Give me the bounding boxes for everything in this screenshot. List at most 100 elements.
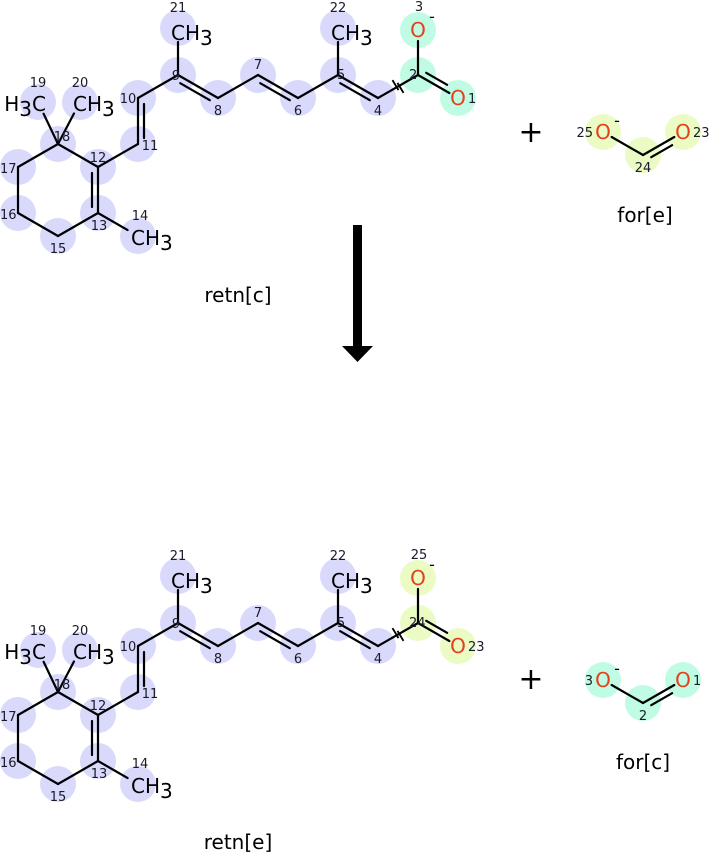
methyl-group-21: CH3 xyxy=(171,21,213,50)
subscript: 3 xyxy=(19,97,32,121)
atom-number-c13: 13 xyxy=(91,767,108,782)
oxygen-atom-double: O xyxy=(675,120,691,144)
atom-number-c17: 17 xyxy=(0,710,17,725)
bond-c18-c20 xyxy=(56,112,76,146)
bond-c12-c18 xyxy=(56,690,100,717)
bond-c4-c2 xyxy=(376,621,420,648)
atom-number-o-double: 23 xyxy=(693,126,710,141)
atom-number-c20: 20 xyxy=(72,624,89,639)
negative-charge: - xyxy=(614,659,620,678)
bond-c16-c15 xyxy=(16,211,60,238)
subscript: 3 xyxy=(360,574,373,598)
bond-c2-o1-second-line xyxy=(425,71,449,86)
atom-number-c7: 7 xyxy=(254,606,262,621)
atom-number-o-minus: 25 xyxy=(576,126,593,141)
bond-c13-c14 xyxy=(96,759,129,780)
bond-c9-c8-second-line xyxy=(179,82,211,102)
bond-c6-c5 xyxy=(296,73,340,100)
atom-number-carbon: 24 xyxy=(635,161,652,176)
atom-number-c5: 5 xyxy=(337,68,345,83)
bond-c15-c13 xyxy=(56,211,100,238)
atom-number-o1: 23 xyxy=(468,640,485,655)
group-text: CH xyxy=(131,774,160,798)
bond-c4-c2 xyxy=(376,73,420,100)
subscript: 3 xyxy=(19,645,32,669)
negative-charge: - xyxy=(429,555,435,574)
atom-number-c10: 10 xyxy=(120,92,137,107)
bond-c10-c9 xyxy=(136,73,180,100)
bond-c5-c4 xyxy=(336,73,380,100)
atom-number-c8: 8 xyxy=(214,104,222,119)
atom-highlight-o3 xyxy=(400,12,436,48)
bond-c5-c4 xyxy=(336,621,380,648)
atom-number-c18: 18 xyxy=(54,130,71,145)
atom-number-c8: 8 xyxy=(214,652,222,667)
bond-c8-c7 xyxy=(216,73,260,100)
methyl-group-20: CH3 xyxy=(73,92,115,121)
bond-c9-c8-second-line xyxy=(179,630,211,650)
oxygen-atom-minus: O xyxy=(595,668,611,692)
methyl-group-22: CH3 xyxy=(331,21,373,50)
atom-highlight-c14 xyxy=(120,218,156,254)
atom-number-c18: 18 xyxy=(54,678,71,693)
methyl-group-14: CH3 xyxy=(131,226,173,255)
atom-number-c10: 10 xyxy=(120,640,137,655)
stereo-mark xyxy=(391,627,400,639)
oxygen-atom-minus: O xyxy=(410,18,426,42)
methyl-group-21: CH3 xyxy=(171,569,213,598)
atom-number-c12: 12 xyxy=(90,699,107,714)
group-text: H xyxy=(4,640,19,664)
bond-o-c xyxy=(610,683,645,705)
atom-highlights xyxy=(0,558,476,802)
subscript: 3 xyxy=(102,97,115,121)
atom-number-c17: 17 xyxy=(0,162,17,177)
atom-highlight-c22 xyxy=(320,10,356,46)
bond-c7-c6-second-line xyxy=(259,82,291,102)
atom-number-c15: 15 xyxy=(50,790,67,805)
subscript: 3 xyxy=(200,574,213,598)
subscript: 3 xyxy=(360,26,373,50)
negative-charge: - xyxy=(614,111,620,130)
group-text: CH xyxy=(73,92,102,116)
atom-number-c22: 22 xyxy=(330,549,347,564)
molecule-label-for-e: for[e] xyxy=(617,203,672,227)
atom-highlight-c20 xyxy=(62,84,98,120)
atom-number-c4: 4 xyxy=(374,652,382,667)
atom-highlight-o3 xyxy=(400,560,436,596)
molecule-label-retn-e: retn[e] xyxy=(204,830,273,854)
stereo-mark xyxy=(396,630,405,642)
atom-highlight-c22 xyxy=(320,558,356,594)
group-text: CH xyxy=(171,21,200,45)
group-text: CH xyxy=(331,21,360,45)
atom-highlight-c19 xyxy=(20,632,56,668)
atom-number-c13: 13 xyxy=(91,219,108,234)
group-text: H xyxy=(4,92,19,116)
atom-number-c22: 22 xyxy=(330,1,347,16)
plus-sign-bottom: + xyxy=(518,662,543,697)
bonds xyxy=(16,39,451,238)
atom-number-o-double: 1 xyxy=(693,674,701,689)
bond-c5-c4-second-line xyxy=(339,82,371,102)
atom-highlight-c21 xyxy=(160,10,196,46)
atom-number-c5: 5 xyxy=(337,616,345,631)
atom-number-o1: 1 xyxy=(468,92,476,107)
methyl-group-14: CH3 xyxy=(131,774,173,803)
methyl-group-19: H3C xyxy=(4,92,46,121)
bond-c7-c6-second-line xyxy=(259,630,291,650)
atom-number-c12: 12 xyxy=(90,151,107,166)
group-text: CH xyxy=(171,569,200,593)
subscript: 3 xyxy=(102,645,115,669)
atom-number-c2: 2 xyxy=(409,68,417,83)
atom-highlight-c20 xyxy=(62,632,98,668)
oxygen-atom-double: O xyxy=(675,668,691,692)
group-text: CH xyxy=(331,569,360,593)
atom-number-c6: 6 xyxy=(294,104,302,119)
methyl-group-22: CH3 xyxy=(331,569,373,598)
bond-c18-c17 xyxy=(16,142,60,169)
atom-number-c16: 16 xyxy=(0,208,17,223)
subscript: 3 xyxy=(160,231,173,255)
atom-number-c19: 19 xyxy=(30,624,47,639)
